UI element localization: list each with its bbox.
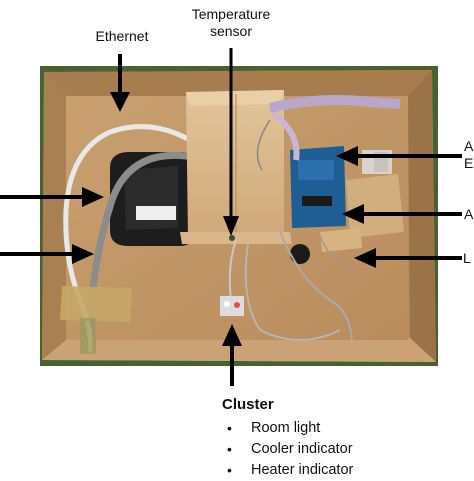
cluster-item-heater-indicator: Heater indicator <box>225 460 353 481</box>
arrow-ethernet <box>110 54 130 112</box>
label-right-a-line2: E <box>464 155 474 171</box>
arrow-cluster <box>222 324 242 386</box>
temperature-sensor <box>229 235 235 241</box>
arrow-right-l <box>354 248 462 268</box>
label-right-a-e: A E <box>464 138 473 172</box>
tape-strip <box>60 286 132 322</box>
label-right-a: A <box>464 206 474 222</box>
buzzer <box>290 244 310 264</box>
power-cable <box>86 151 190 348</box>
label-temperature-sensor: Temperature sensor <box>172 6 290 40</box>
arrow-right-arduino <box>336 146 462 166</box>
label-ethernet: Ethernet <box>95 28 149 44</box>
label-right-l: L <box>463 250 471 266</box>
cluster-title: Cluster <box>222 396 274 413</box>
label-right-a-line1: A <box>464 138 474 154</box>
arrow-temperature-sensor <box>223 48 239 236</box>
label-temperature-line2: sensor <box>209 23 253 39</box>
arrow-left-cable <box>0 244 94 264</box>
arrow-right-board <box>342 204 462 224</box>
cluster-item-room-light: Room light <box>225 418 353 439</box>
label-temperature-line1: Temperature <box>191 6 271 22</box>
cluster-item-cooler-indicator: Cooler indicator <box>225 439 353 460</box>
arrow-left-router <box>0 187 104 207</box>
led-cluster-board <box>220 296 244 316</box>
cardboard-flap <box>186 90 284 238</box>
cluster-list: Room light Cooler indicator Heater indic… <box>225 418 353 481</box>
